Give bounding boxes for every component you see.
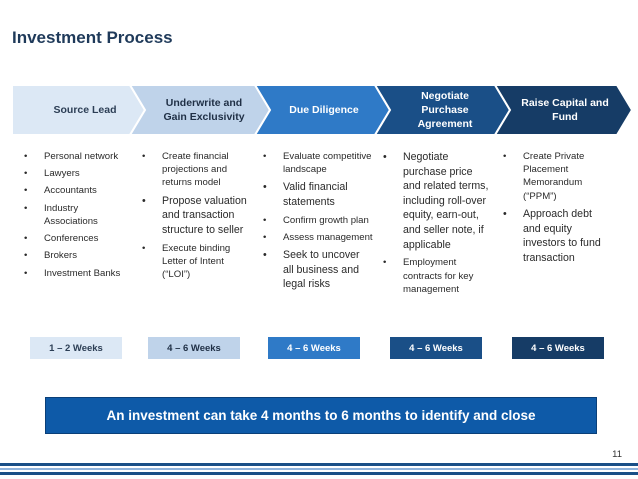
source-lead-list: •Personal network •Lawyers •Accountants … <box>22 150 134 284</box>
duration-badge: 4 – 6 Weeks <box>390 337 482 359</box>
due-diligence-list: •Evaluate competitive landscape •Valid f… <box>261 150 373 296</box>
list-item: •Employment contracts for key management <box>383 257 474 295</box>
list-item: •Conferences <box>24 233 99 245</box>
list-item: •Approach debt and equity investors to f… <box>503 207 601 264</box>
list-item: •Create financial projections and return… <box>142 151 229 189</box>
list-item: •Seek to uncover all business and legal … <box>263 249 360 291</box>
stage-label-raise-capital: Raise Capital and Fund <box>521 96 609 123</box>
list-item: •Industry Associations <box>24 202 98 227</box>
stage-label-underwrite: Underwrite and Gain Exclusivity <box>163 96 245 123</box>
duration-badge: 1 – 2 Weeks <box>30 337 122 359</box>
duration-badge: 4 – 6 Weeks <box>268 337 360 359</box>
list-item: •Create Private Placement Memorandum (“P… <box>503 151 585 202</box>
summary-banner: An investment can take 4 months to 6 mon… <box>45 397 597 434</box>
footer-stripe <box>0 472 638 475</box>
list-item: •Valid financial statements <box>263 181 348 209</box>
list-item: •Personal network <box>24 151 119 162</box>
list-item: •Negotiate purchase price and related te… <box>383 151 489 251</box>
raise-capital-list: •Create Private Placement Memorandum (“P… <box>501 150 611 269</box>
list-item: •Execute binding Letter of Intent (“LOI”… <box>142 242 231 280</box>
negotiate-list: •Negotiate purchase price and related te… <box>381 150 493 300</box>
duration-badge: 4 – 6 Weeks <box>512 337 604 359</box>
list-item: •Evaluate competitive landscape <box>263 151 372 176</box>
stage-label-negotiate: Negotiate Purchase Agreement <box>417 89 473 131</box>
page-title: Investment Process <box>12 28 173 47</box>
list-item: •Accountants <box>24 185 97 197</box>
duration-badge: 4 – 6 Weeks <box>148 337 240 359</box>
stage-label-source-lead: Source Lead <box>53 103 117 116</box>
list-item: •Assess management <box>263 231 373 243</box>
list-item: •Confirm growth plan <box>263 214 369 226</box>
underwrite-list: •Create financial projections and return… <box>140 150 248 285</box>
list-item: •Propose valuation and transaction struc… <box>142 194 247 236</box>
footer-stripe <box>0 463 638 466</box>
list-item: •Lawyers <box>24 168 80 180</box>
stage-label-due-diligence: Due Diligence <box>289 103 359 116</box>
page-number: 11 <box>612 449 622 460</box>
list-item: •Brokers <box>24 250 78 262</box>
footer-stripe <box>0 468 638 470</box>
list-item: •Investment Banks <box>24 267 121 279</box>
